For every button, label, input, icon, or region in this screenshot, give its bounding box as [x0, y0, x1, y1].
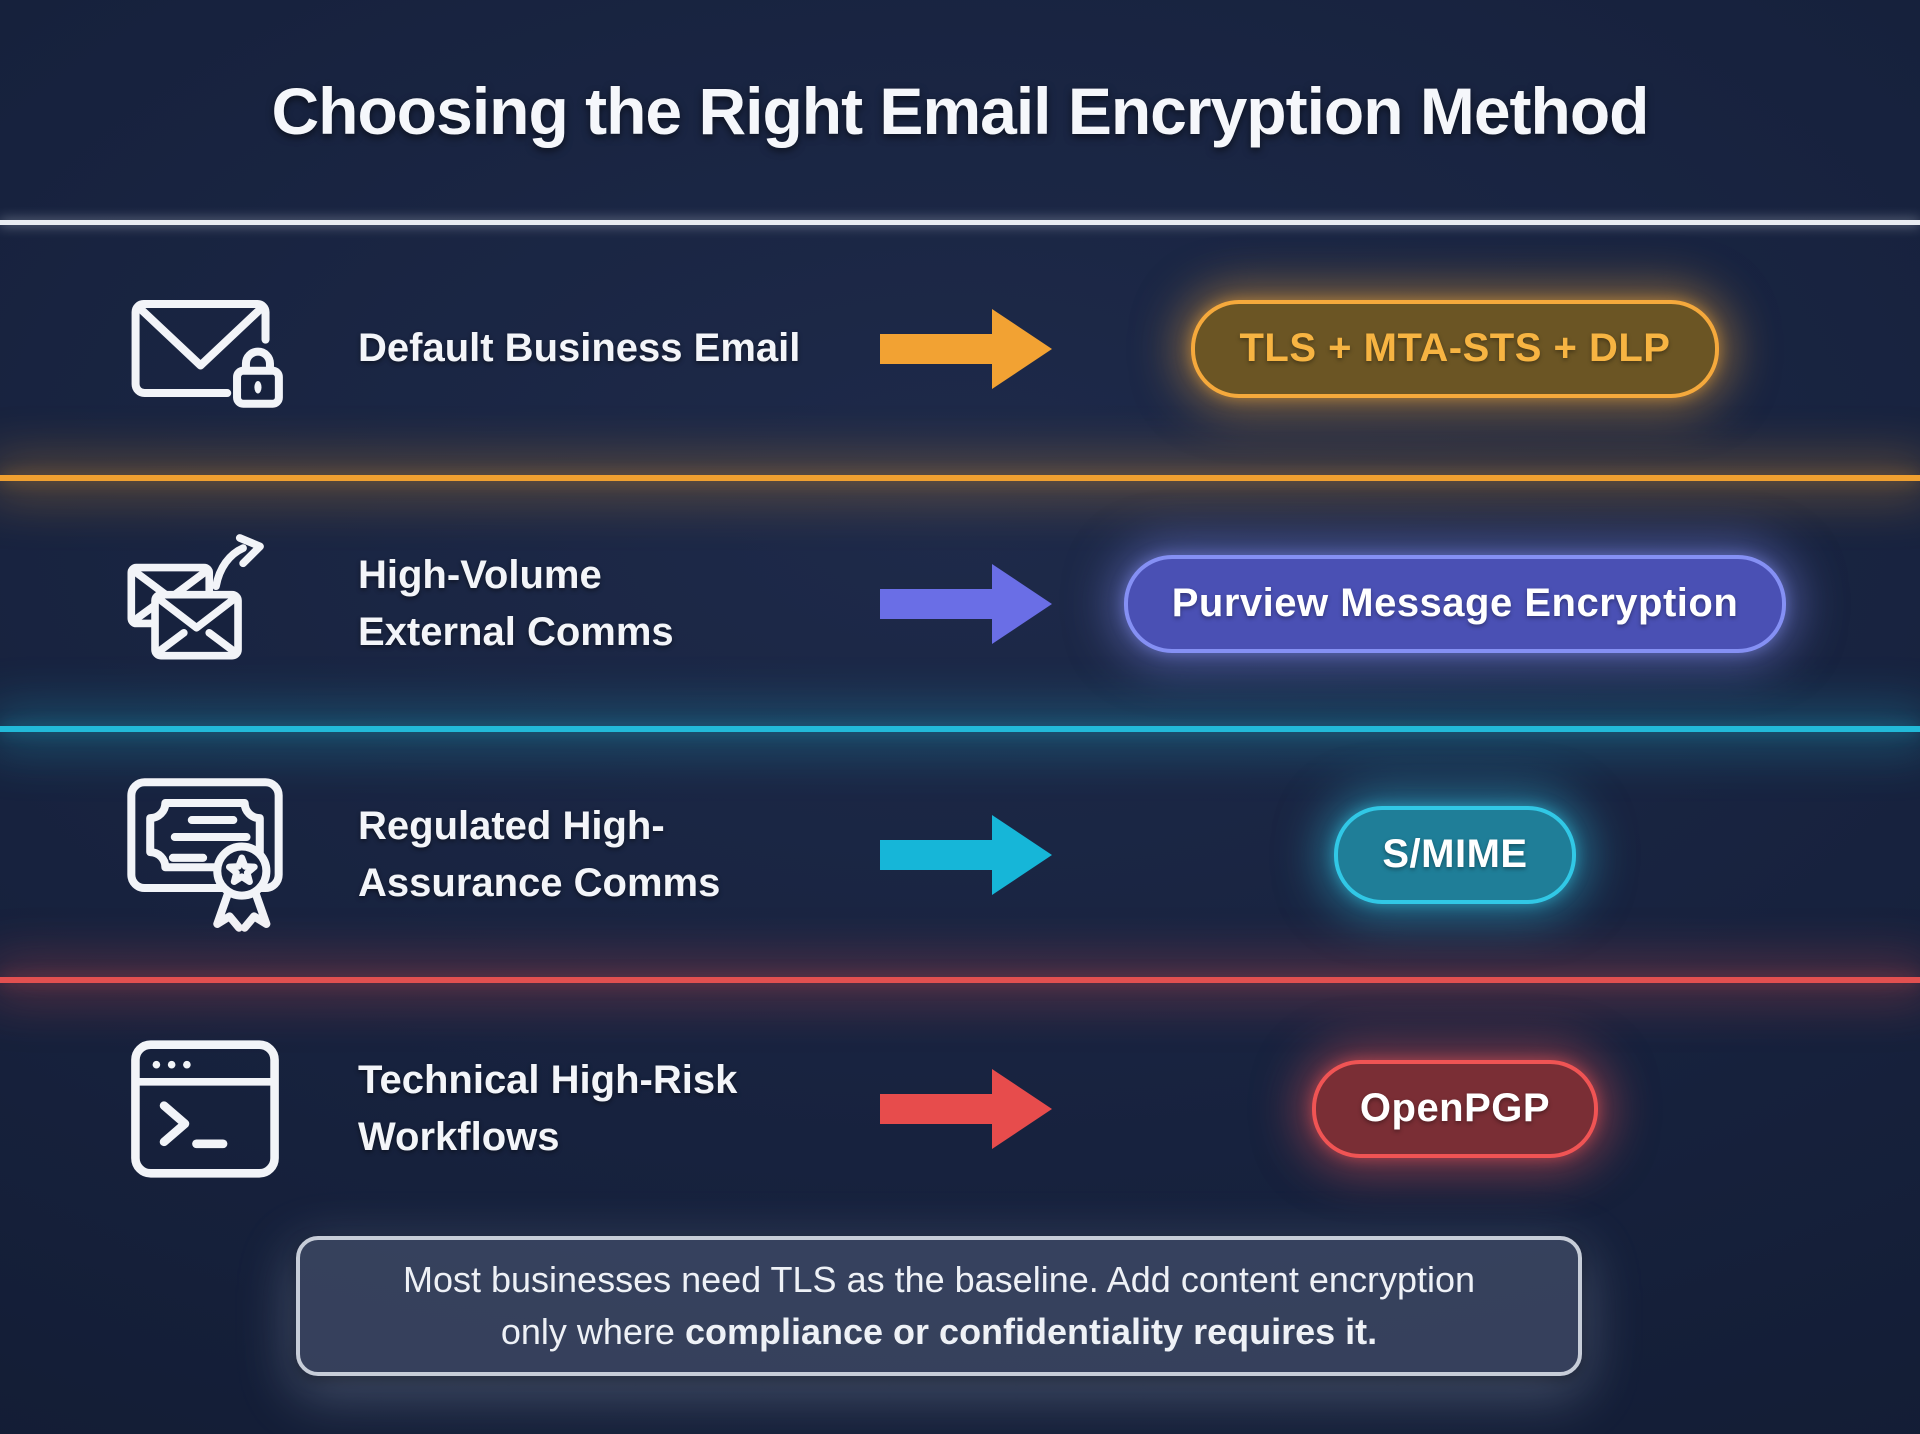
- row-high-volume-external-comms: High-Volume External Comms Purview Messa…: [0, 481, 1920, 726]
- row-label: High-Volume External Comms: [358, 552, 674, 654]
- row-technical-high-risk-workflows: Technical High-Risk Workflows OpenPGP: [0, 983, 1920, 1234]
- page-title: Choosing the Right Email Encryption Meth…: [271, 74, 1650, 148]
- flow-arrow-icon: [880, 1063, 1052, 1155]
- method-pill-label: OpenPGP: [1359, 1086, 1551, 1130]
- note-line-1: Most businesses need TLS as the baseline…: [402, 1259, 1476, 1300]
- note-box: Most businesses need TLS as the baseline…: [296, 1236, 1582, 1376]
- row-divider: [0, 977, 1920, 983]
- row-label: Technical High-Risk Workflows: [358, 1057, 738, 1159]
- envelopes-forward-icon: [116, 532, 294, 676]
- method-pill: Purview Message Encryption: [1123, 554, 1787, 653]
- row-regulated-high-assurance-comms: Regulated High- Assurance Comms S/MIME: [0, 732, 1920, 977]
- certificate-icon: [116, 767, 294, 942]
- row-label: Default Business Email: [358, 326, 801, 370]
- row-divider: [0, 726, 1920, 732]
- method-pill: TLS + MTA-STS + DLP: [1191, 299, 1719, 398]
- note-line-2: only where compliance or confidentiality…: [500, 1311, 1378, 1352]
- header: Choosing the Right Email Encryption Meth…: [0, 0, 1920, 222]
- flow-arrow-icon: [880, 303, 1052, 395]
- method-pill: OpenPGP: [1311, 1059, 1599, 1158]
- flow-arrow-icon: [880, 809, 1052, 901]
- header-divider: [0, 220, 1920, 225]
- row-default-business-email: Default Business Email TLS + MTA-STS + D…: [0, 222, 1920, 475]
- note-bold-text: compliance or confidentiality requires i…: [684, 1311, 1378, 1352]
- method-pill-label: TLS + MTA-STS + DLP: [1239, 326, 1671, 370]
- row-divider: [0, 475, 1920, 481]
- row-label: Regulated High- Assurance Comms: [358, 803, 721, 905]
- flow-arrow-icon: [880, 558, 1052, 650]
- envelope-lock-icon: [116, 284, 294, 414]
- terminal-icon: [116, 1035, 294, 1183]
- method-pill: S/MIME: [1334, 805, 1576, 904]
- method-pill-label: Purview Message Encryption: [1171, 581, 1739, 625]
- method-pill-label: S/MIME: [1382, 832, 1528, 876]
